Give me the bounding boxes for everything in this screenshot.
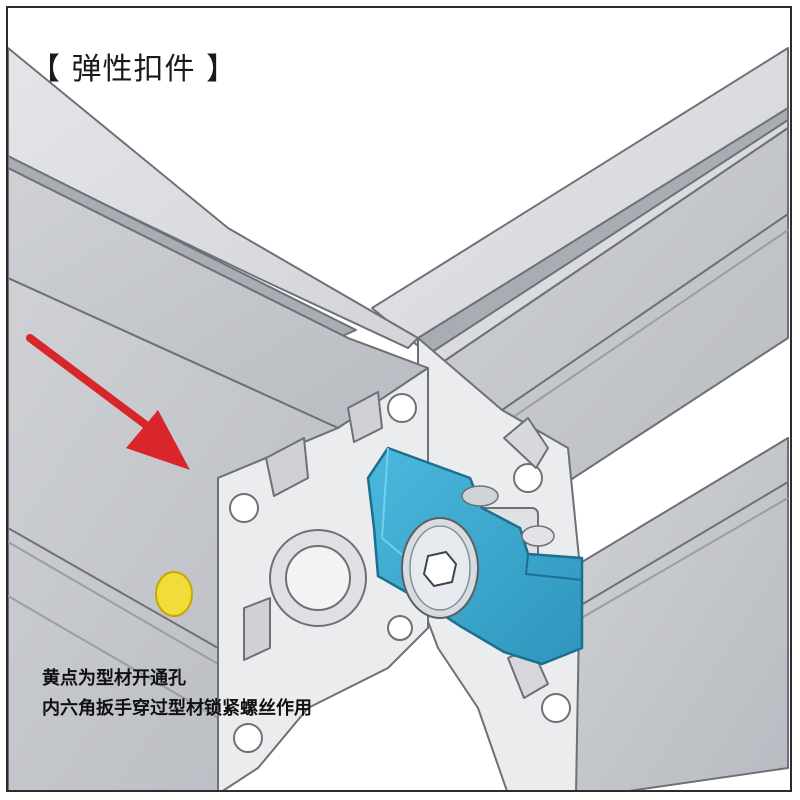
extrusion-joint-illustration bbox=[8, 47, 789, 790]
left-aluminum-profile bbox=[8, 47, 429, 790]
diagram-frame: 【 弹性扣件 】 黄点为型材开通孔 内六角扳手穿过型材锁紧螺丝作用 bbox=[6, 6, 792, 792]
caption-line-2: 内六角扳手穿过型材锁紧螺丝作用 bbox=[42, 698, 312, 719]
elastic-fastener bbox=[366, 446, 584, 666]
caption-line-1: 黄点为型材开通孔 bbox=[42, 668, 186, 689]
yellow-dot-icon bbox=[155, 571, 193, 617]
right-aluminum-profile bbox=[371, 47, 789, 790]
red-arrow-icon bbox=[26, 334, 190, 470]
diagram-title: 【 弹性扣件 】 bbox=[30, 52, 238, 87]
hex-socket-screw-icon bbox=[401, 517, 479, 619]
